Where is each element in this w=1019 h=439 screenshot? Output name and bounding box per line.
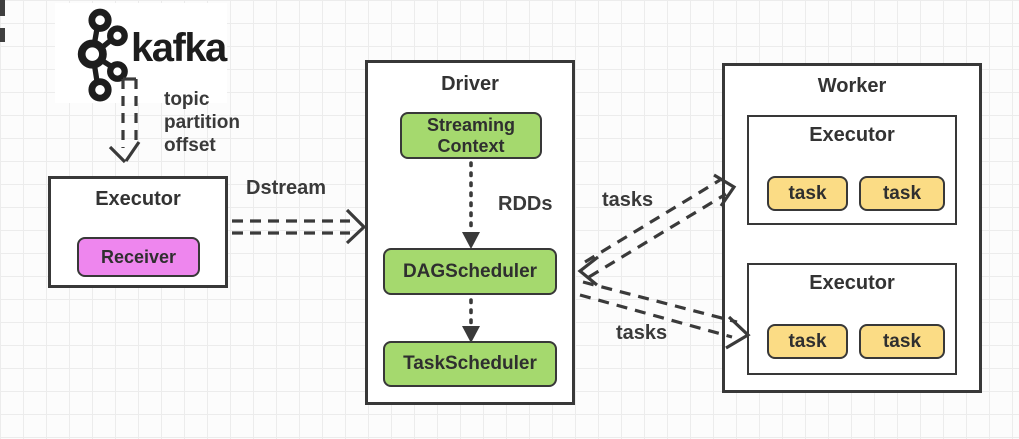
tasks-label-lower: tasks xyxy=(616,322,668,344)
worker-title: Worker xyxy=(817,75,887,97)
rdds-label: RDDs xyxy=(498,193,553,215)
kafka-wordmark: kafka xyxy=(131,26,227,70)
worker-executor-2-box: Executor xyxy=(747,263,957,375)
worker-executor-2-title: Executor xyxy=(809,272,895,294)
tasks-label-upper: tasks xyxy=(602,189,654,211)
topic-line: topic xyxy=(164,89,210,110)
driver-title: Driver xyxy=(441,73,499,95)
task-box: task xyxy=(859,324,945,359)
partition-line: partition xyxy=(164,112,240,133)
source-executor-title: Executor xyxy=(95,188,181,210)
worker-executor-1-title: Executor xyxy=(809,124,895,146)
dag-scheduler-box: DAGScheduler xyxy=(383,248,557,295)
screen-edge-artifact xyxy=(0,28,5,42)
task-box: task xyxy=(767,176,848,211)
topic-partition-offset-label: topic partition offset xyxy=(164,88,240,157)
dstream-label: Dstream xyxy=(246,177,327,199)
task-scheduler-box: TaskScheduler xyxy=(383,341,557,387)
receiver-box: Receiver xyxy=(77,237,200,277)
task-box: task xyxy=(767,324,848,359)
kafka-logo-icon xyxy=(77,8,128,102)
offset-line: offset xyxy=(164,135,216,156)
task-box: task xyxy=(859,176,945,211)
screen-edge-artifact xyxy=(0,0,5,16)
streaming-context-box: Streaming Context xyxy=(400,112,542,159)
dstream-arrow xyxy=(232,208,367,245)
